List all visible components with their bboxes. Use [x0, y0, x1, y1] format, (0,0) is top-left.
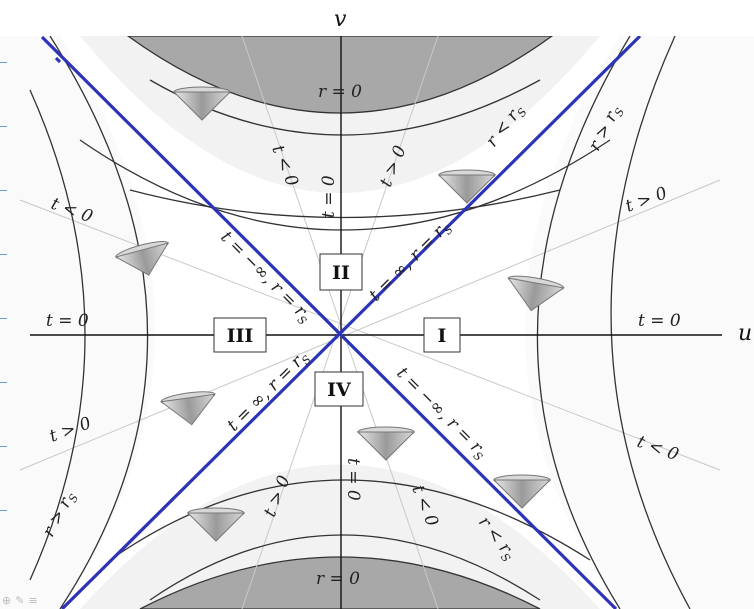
- singularity-top: [126, 36, 554, 114]
- light-cone: [492, 474, 552, 509]
- light-cone: [159, 391, 216, 426]
- region-box-iv: IV: [314, 371, 364, 407]
- viewer-toolbar: ⊕ ✎ ≡: [2, 594, 38, 607]
- light-cone: [437, 169, 497, 204]
- exterior-region-shade-right: [525, 36, 754, 609]
- r0-top-label: r = 0: [318, 82, 362, 102]
- r0-bottom-label: r = 0: [316, 569, 360, 589]
- region-box-i: I: [423, 317, 461, 353]
- light-cone: [114, 241, 170, 276]
- ruler-tick: [0, 382, 7, 383]
- horizon-line-ur-ll: [60, 36, 642, 609]
- light-cone: [172, 86, 232, 121]
- ruler-tick: [0, 190, 7, 191]
- horizon-line-ul-lr: [40, 36, 618, 609]
- horizon-lr-label: t = −∞, r = rS: [391, 363, 492, 464]
- horizon-ul-label: t = −∞, r = rS: [215, 227, 316, 328]
- horizon-ll-label: t = ∞, r = rS: [223, 346, 314, 437]
- singularity-bottom: [139, 556, 541, 609]
- light-cone: [507, 275, 565, 312]
- horizon-ur-label: t = ∞, r = rS: [365, 216, 456, 307]
- ruler-tick: [0, 62, 7, 63]
- region-box-iii: III: [213, 317, 267, 353]
- light-cone: [356, 426, 416, 461]
- t0-center-bottom-label: t = 0: [343, 458, 363, 501]
- region-label-i: I: [438, 325, 447, 347]
- ruler-tick: [0, 318, 7, 319]
- u-axis-label: u: [738, 321, 752, 346]
- region-label-ii: II: [332, 262, 350, 284]
- exterior-region-shade-left: [0, 36, 155, 609]
- t0-left-label: t = 0: [46, 311, 89, 331]
- ruler-tick: [0, 446, 7, 447]
- horizon-line-inner: [54, 56, 62, 64]
- viewer-ruler: [0, 0, 8, 609]
- t0-right-label: t = 0: [638, 311, 681, 331]
- region-label-iv: IV: [327, 379, 352, 401]
- ruler-tick: [0, 510, 7, 511]
- pin-icon[interactable]: ⊕: [2, 594, 12, 607]
- pencil-icon[interactable]: ✎: [15, 594, 25, 607]
- t0-center-top-label: t = 0: [319, 175, 339, 218]
- menu-icon[interactable]: ≡: [28, 594, 38, 607]
- light-cone: [186, 507, 246, 542]
- ruler-tick: [0, 126, 7, 127]
- ruler-tick: [0, 254, 7, 255]
- region-box-ii: II: [319, 253, 363, 291]
- region-label-iii: III: [227, 325, 254, 347]
- v-axis-label: v: [334, 7, 347, 32]
- light-cones: [114, 86, 565, 542]
